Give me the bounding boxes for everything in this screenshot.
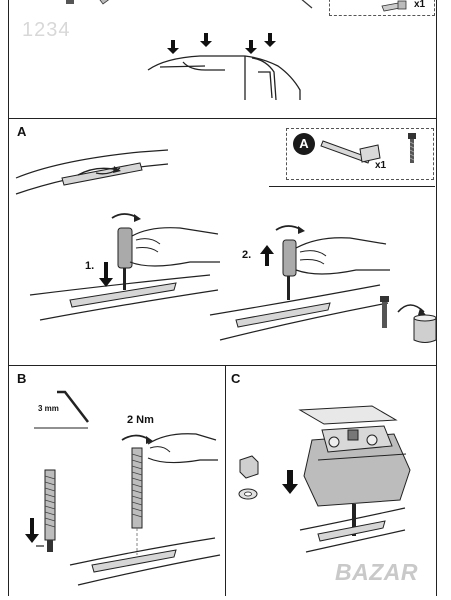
torque-bolt xyxy=(121,433,218,555)
section-a-step1: 1. xyxy=(85,260,95,272)
divider-top xyxy=(8,118,436,119)
divider-middle xyxy=(8,365,436,366)
section-b-label: B xyxy=(17,371,27,386)
section-a-kit-box xyxy=(286,128,434,180)
rail-slide-illustration xyxy=(15,149,169,195)
threaded-bolt-icon xyxy=(25,469,56,552)
section-a-label: A xyxy=(17,124,27,139)
top-parts-qty: x1 xyxy=(414,0,426,10)
t-key-tool-icon xyxy=(320,133,416,164)
top-parts-box xyxy=(329,0,435,16)
allen-key-size: 3 mm xyxy=(38,404,59,413)
step2-tighten-illustration xyxy=(209,225,437,343)
torque-value: 2 Nm xyxy=(127,414,154,426)
top-partial-icons xyxy=(66,0,407,12)
step1-loosen-illustration xyxy=(29,213,220,321)
foot-pad-module xyxy=(298,405,411,507)
section-a-kit-qty: x1 xyxy=(375,160,387,171)
bazar-logo: BAZAR xyxy=(335,559,418,585)
car-roof-illustration xyxy=(147,33,301,101)
section-c-label: C xyxy=(231,371,241,386)
divider-b-c xyxy=(225,365,226,596)
nut-and-washer-icon xyxy=(238,455,259,500)
section-a-kit-badge: A xyxy=(293,133,315,155)
page-frame xyxy=(8,0,437,596)
allen-key-icon xyxy=(34,390,89,429)
watermark-number: 1234 xyxy=(22,19,71,41)
bolt-into-nut-icon xyxy=(380,296,437,343)
section-a-step2: 2. xyxy=(242,249,252,261)
divider-a-kit xyxy=(269,186,435,187)
section-a-bolt-icon xyxy=(408,133,416,163)
